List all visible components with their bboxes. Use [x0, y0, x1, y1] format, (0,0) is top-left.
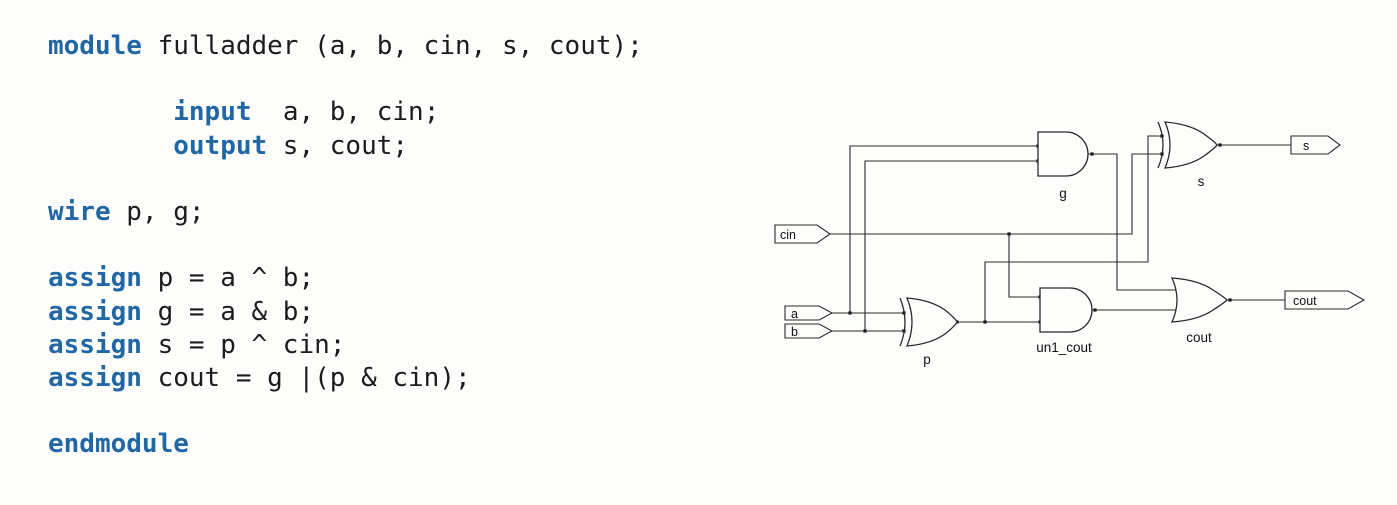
or-gate-cout-label: cout	[1186, 330, 1212, 345]
xor-gate-s: s	[1157, 121, 1218, 189]
wire-cin-to-un1-cout	[1008, 234, 1040, 298]
code-keyword: assign	[48, 263, 142, 294]
code-line	[48, 229, 643, 262]
schematic-canvas: g un1_cout s p cout cin	[774, 121, 1366, 367]
code-line: module fulladder (a, b, cin, s, cout);	[48, 30, 643, 63]
code-line	[48, 395, 643, 428]
xor-gate-back-arc	[1157, 121, 1164, 169]
xor-gate-back-arc	[899, 297, 906, 347]
code-text: p, g;	[110, 196, 205, 227]
and-gate-body	[1037, 131, 1089, 177]
code-keyword: wire	[48, 196, 111, 227]
output-port-cout-label: cout	[1293, 294, 1317, 308]
and-gate-un1-cout: un1_cout	[1036, 287, 1093, 355]
xor-gate-p: p	[899, 297, 958, 367]
code-text	[48, 97, 173, 127]
code-text: a, b, cin;	[251, 97, 440, 128]
xor-gate-body	[905, 297, 958, 347]
pin-dot	[1228, 298, 1232, 302]
wire-a-to-and-g	[849, 145, 1038, 313]
code-line: endmodule	[48, 428, 643, 461]
code-line: wire p, g;	[48, 196, 643, 229]
code-line: assign p = a ^ b;	[48, 262, 643, 295]
junction-dot	[848, 311, 852, 315]
junction-dot	[863, 329, 867, 333]
input-port-b: b	[784, 323, 834, 339]
pin-dot	[1218, 143, 1222, 147]
code-line	[48, 163, 643, 196]
input-port-shape	[774, 224, 831, 244]
input-port-shape	[784, 323, 834, 339]
verilog-code-block: module fulladder (a, b, cin, s, cout); i…	[48, 30, 643, 461]
code-text: s, cout;	[267, 130, 409, 161]
input-port-a: a	[784, 305, 834, 321]
output-port-shape	[1284, 290, 1366, 310]
code-text: cout = g |(p & cin);	[141, 362, 471, 393]
and-gate-g-label: g	[1059, 186, 1067, 201]
wire-b-to-and-g	[864, 160, 1038, 331]
input-port-cin-label: cin	[780, 228, 796, 242]
code-keyword: assign	[48, 329, 142, 360]
output-port-shape	[1290, 135, 1341, 155]
xor-gate-body	[1163, 121, 1218, 169]
code-text: g = a & b;	[141, 296, 315, 327]
junction-dot	[983, 320, 987, 324]
code-text: s = p ^ cin;	[141, 329, 346, 360]
code-keyword: assign	[48, 296, 142, 327]
wire-p-to-xor-s	[984, 135, 1162, 322]
code-text: fulladder (a, b, cin, s, cout);	[141, 31, 643, 61]
xor-gate-s-label: s	[1198, 174, 1205, 189]
code-text: p = a ^ b;	[141, 263, 315, 294]
input-port-a-label: a	[791, 307, 798, 321]
code-line	[48, 63, 643, 96]
code-line: assign cout = g |(p & cin);	[48, 362, 643, 395]
code-line: input a, b, cin;	[48, 96, 643, 129]
junction-dot	[1007, 232, 1011, 236]
code-keyword: endmodule	[48, 429, 189, 460]
code-line: assign g = a & b;	[48, 296, 643, 329]
input-port-b-label: b	[791, 325, 798, 339]
code-line: output s, cout;	[48, 130, 643, 163]
or-gate-cout: cout	[1170, 277, 1228, 345]
output-port-cout: cout	[1284, 290, 1366, 310]
xor-gate-p-label: p	[923, 352, 931, 367]
input-port-shape	[784, 305, 834, 321]
code-keyword: output	[173, 130, 268, 161]
fulladder-schematic: g un1_cout s p cout cin	[707, 0, 1397, 500]
or-gate-body	[1170, 277, 1228, 323]
pin-dot	[1090, 152, 1094, 156]
output-port-s-label: s	[1303, 139, 1309, 153]
code-keyword: assign	[48, 362, 142, 393]
wires	[830, 135, 1291, 332]
input-port-cin: cin	[774, 224, 831, 244]
code-text	[48, 131, 173, 161]
wire-g-to-or-cout	[1088, 153, 1176, 291]
output-port-s: s	[1290, 135, 1341, 155]
and-gate-g: g	[1037, 131, 1089, 201]
pin-dot	[1093, 308, 1097, 312]
and-gate-body	[1039, 287, 1093, 333]
wire-cin-to-xor-s	[830, 153, 1162, 235]
code-line: assign s = p ^ cin;	[48, 329, 643, 362]
code-keyword: input	[173, 97, 252, 128]
and-gate-un1-cout-label: un1_cout	[1036, 340, 1092, 355]
code-keyword: module	[48, 31, 142, 61]
